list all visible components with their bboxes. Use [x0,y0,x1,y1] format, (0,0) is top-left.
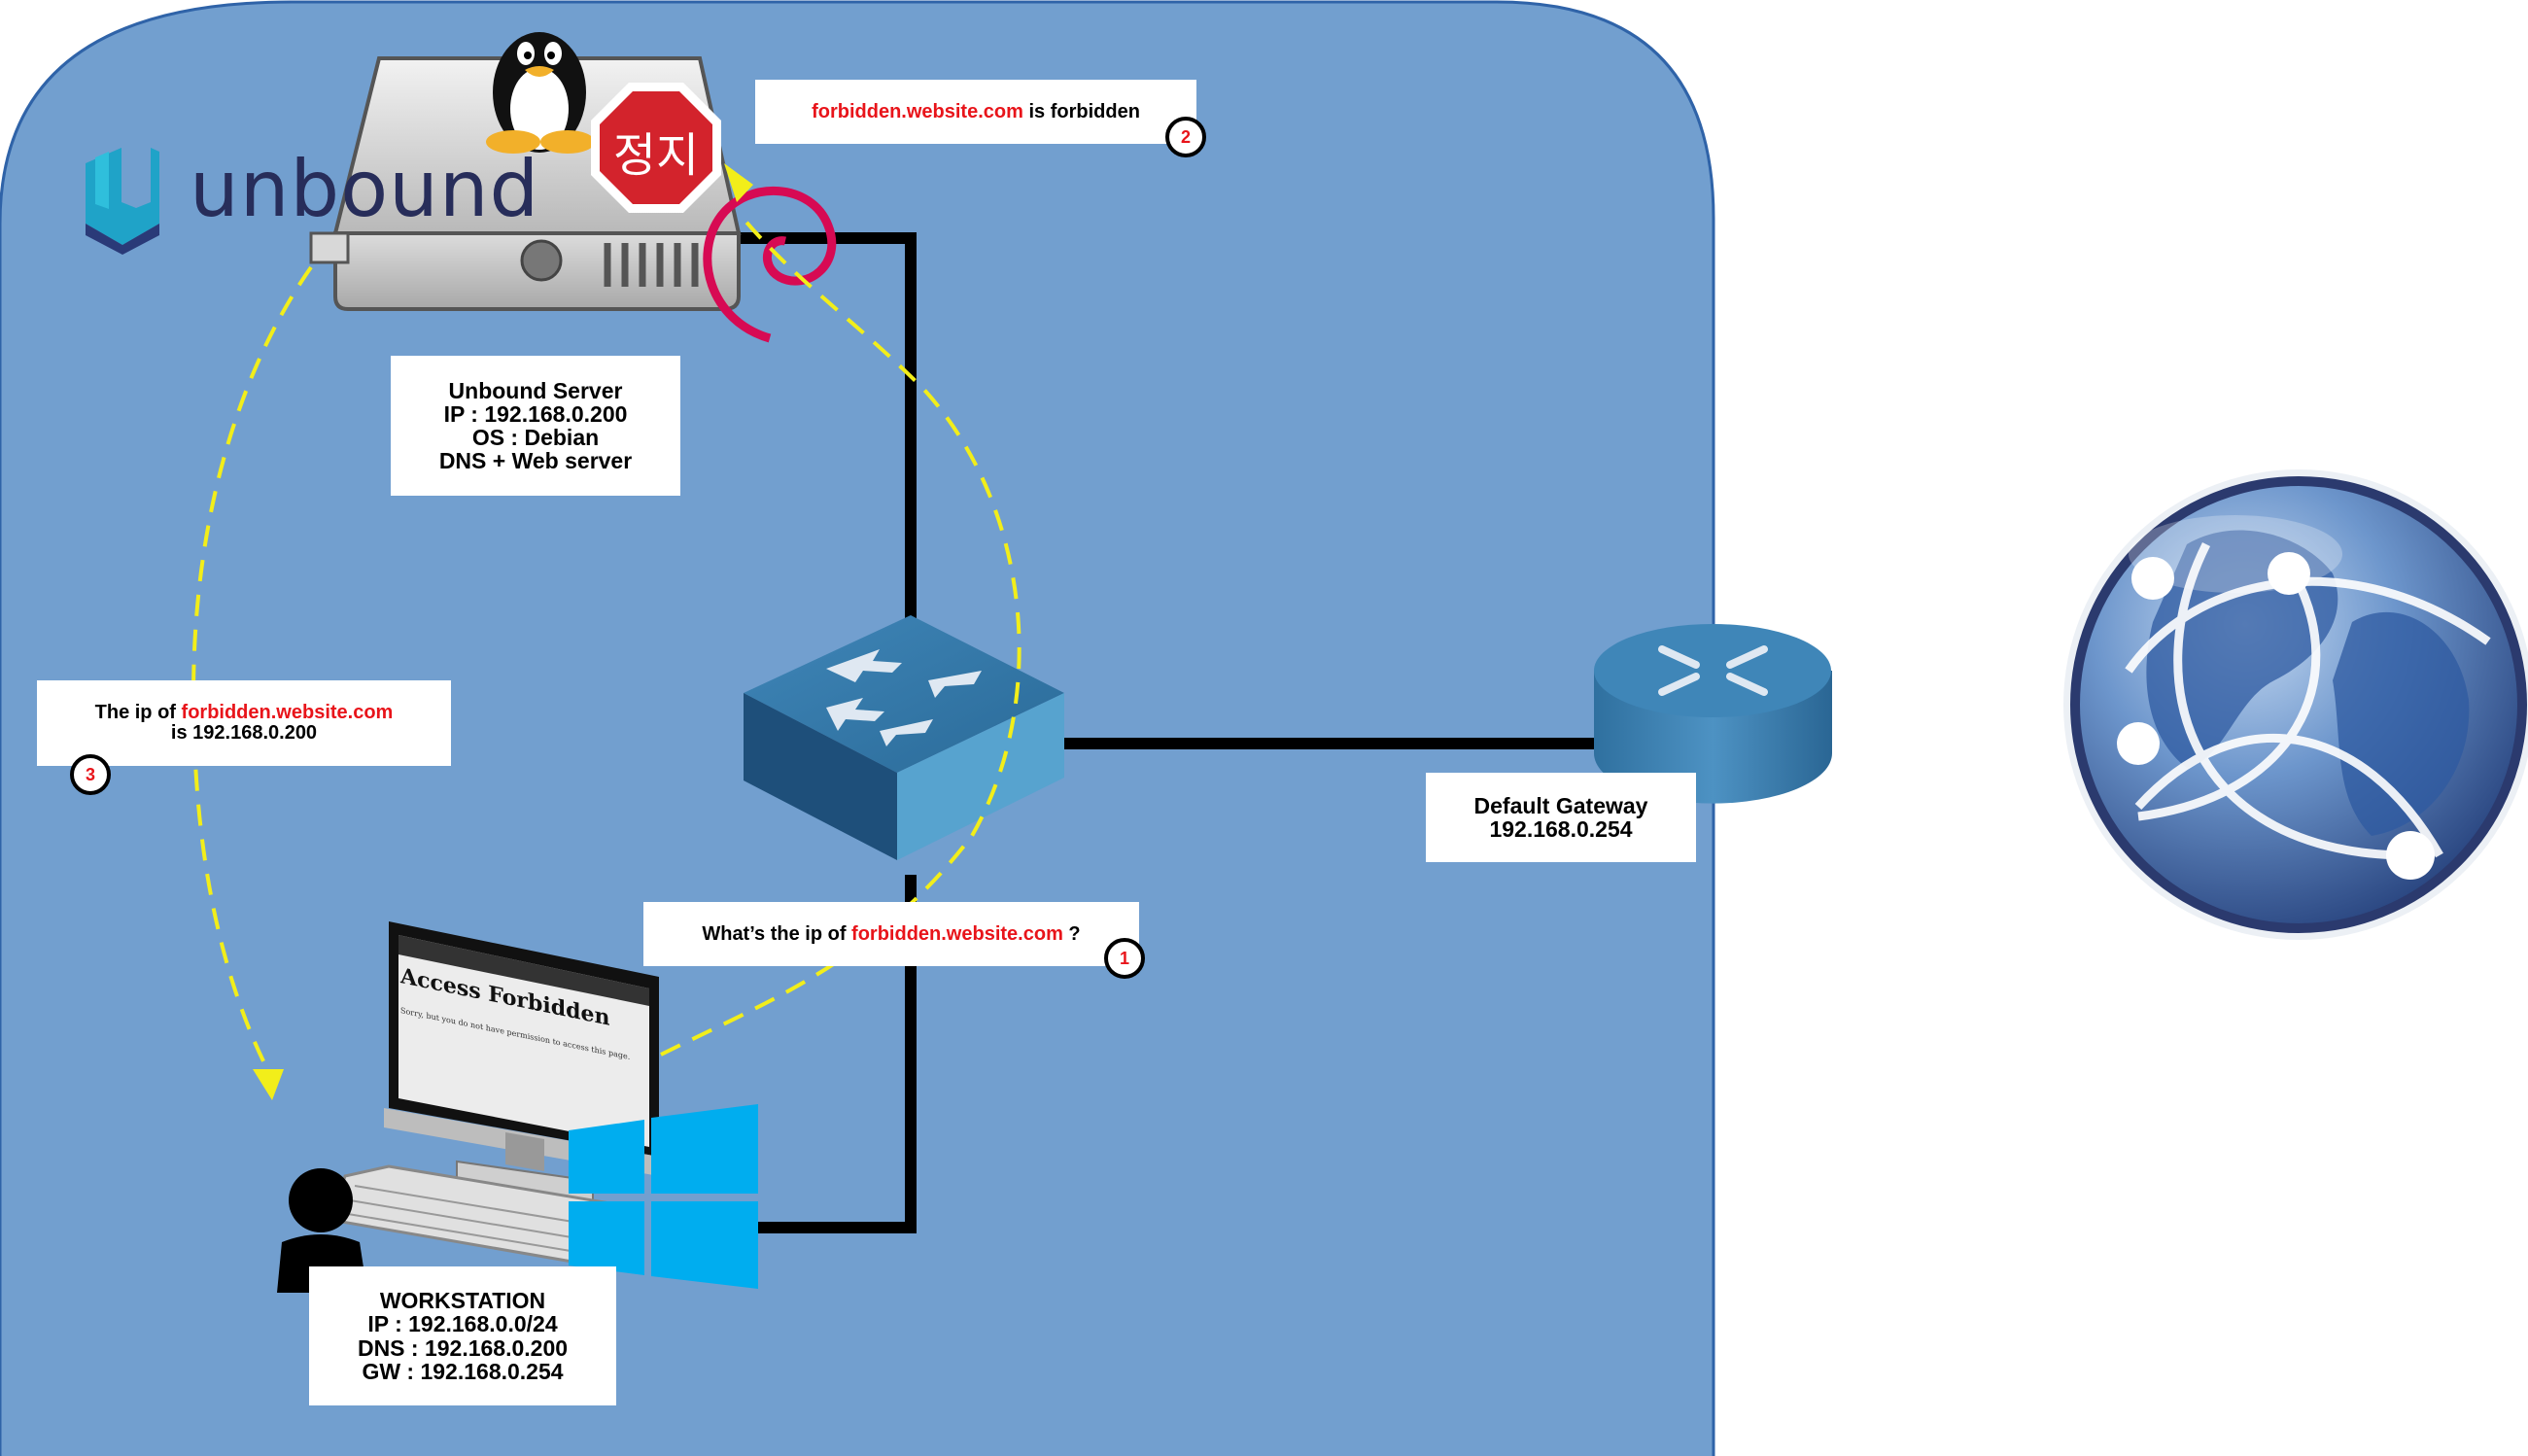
debian-logo-icon [703,186,837,343]
gateway-ip: 192.168.0.254 [1489,816,1633,842]
step-badge-3: 3 [70,754,111,795]
step-badge-2: 2 [1165,117,1206,157]
callout-forbidden-suffix: is forbidden [1022,100,1140,122]
server-info-box: Unbound Server IP : 192.168.0.200 OS : D… [391,356,680,496]
gateway-info-box: Default Gateway 192.168.0.254 [1426,773,1696,862]
workstation-dns: DNS : 192.168.0.200 [357,1335,569,1361]
internet-globe-icon [2063,469,2528,940]
gateway-name: Default Gateway [1473,792,1648,818]
callout-response-prefix: The ip of [94,702,182,723]
workstation-ip: IP : 192.168.0.0/24 [367,1311,558,1337]
callout-response-ip: is 192.168.0.200 [170,722,318,744]
callout-query-domain: forbidden.website.com [851,922,1063,945]
server-ip: IP : 192.168.0.200 [443,400,628,427]
network-cables [739,232,1604,1233]
server-os: OS : Debian [471,425,600,450]
callout-response-domain: forbidden.website.com [181,702,394,723]
unbound-logo-text: unbound [190,144,540,234]
callout-forbidden: forbidden.website.com is forbidden [755,80,1196,144]
workstation-name: WORKSTATION [379,1288,546,1314]
workstation-gateway: GW : 192.168.0.254 [362,1358,564,1384]
arrowhead-query [724,163,753,202]
unbound-logo-icon [86,148,159,255]
callout-query: What’s the ip of forbidden.website.com ? [643,902,1139,966]
workstation-info-box: WORKSTATION IP : 192.168.0.0/24 DNS : 19… [309,1266,616,1405]
network-switch-icon [744,615,1064,860]
cable-server-switch [739,232,917,627]
user-icon [277,1168,367,1293]
server-name: Unbound Server [448,377,623,403]
windows-logo-icon [569,1104,758,1289]
router-icon [1594,624,1832,804]
callout-query-prefix: What’s the ip of [702,922,852,945]
arrowhead-response [253,1069,284,1100]
cable-switch-workstation [744,875,917,1233]
server-role: DNS + Web server [438,448,633,474]
callout-response: The ip of forbidden.website.com is 192.1… [37,680,451,766]
stop-sign-text: 정지 [612,128,700,183]
linux-tux-icon [486,32,595,154]
stop-sign-icon [591,83,721,213]
callout-forbidden-domain: forbidden.website.com [812,100,1023,122]
step-badge-1: 1 [1104,938,1145,979]
callout-query-suffix: ? [1062,922,1081,945]
workstation-monitor-icon [384,921,659,1202]
